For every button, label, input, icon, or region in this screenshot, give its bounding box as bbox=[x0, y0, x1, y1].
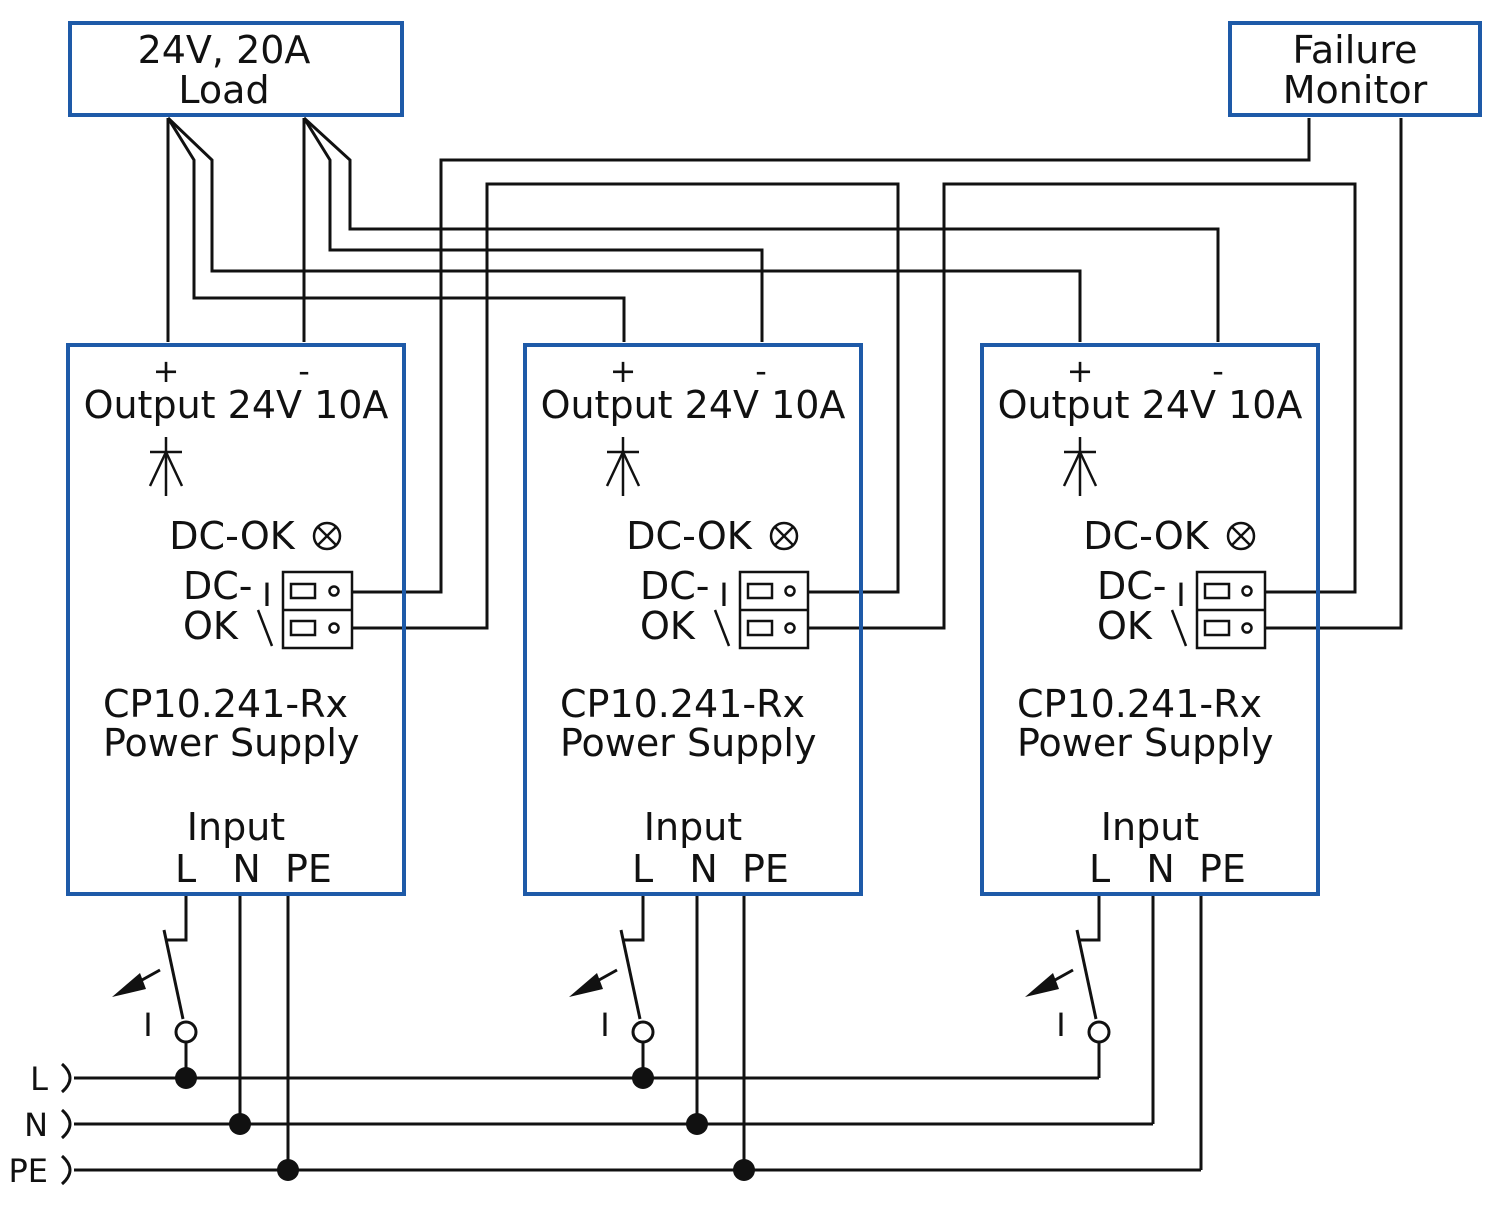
psu-box bbox=[980, 343, 1320, 896]
breaker-terminal-icon bbox=[174, 1020, 198, 1044]
input-terminals-label: L N PE bbox=[175, 847, 332, 891]
dc-ok-led-icon bbox=[1226, 521, 1256, 551]
failure-monitor-box bbox=[1228, 21, 1482, 117]
mains-pe-label: PE bbox=[8, 1152, 48, 1190]
breaker-switch-icon bbox=[162, 929, 185, 1020]
output-plus-label: + bbox=[1067, 352, 1094, 390]
breaker-label: I bbox=[600, 1006, 609, 1044]
monitor-wire-a bbox=[352, 118, 1311, 594]
mains-n-label: N bbox=[24, 1106, 48, 1144]
psu-box bbox=[66, 343, 406, 896]
load-plus-wire-psu2 bbox=[166, 117, 626, 342]
junction-dot bbox=[733, 1159, 755, 1181]
load-rating-label: 24V, 20A bbox=[138, 28, 311, 72]
failure-monitor-line2: Monitor bbox=[1283, 68, 1428, 112]
load-box bbox=[68, 21, 404, 117]
relay-wiring bbox=[352, 118, 1403, 630]
failure-monitor-line1: Failure bbox=[1292, 28, 1417, 72]
model-label: CP10.241-Rx bbox=[1017, 682, 1262, 726]
load-block: 24V, 20A Load bbox=[68, 21, 404, 117]
power-supply-label: Power Supply bbox=[1017, 721, 1273, 765]
load-label: Load bbox=[178, 68, 269, 112]
model-label: CP10.241-Rx bbox=[103, 682, 348, 726]
output-minus-label: - bbox=[1212, 352, 1224, 390]
dc-ok-led-label: DC-OK bbox=[169, 514, 295, 558]
input-label: Input bbox=[644, 805, 742, 849]
breaker-switch-icon bbox=[619, 929, 642, 1020]
psu-box bbox=[523, 343, 863, 896]
breaker-terminal-icon bbox=[631, 1020, 655, 1044]
dc-ok-relay-label-line2: OK bbox=[640, 604, 696, 648]
breaker-terminal-icon bbox=[1087, 1020, 1111, 1044]
breaker-label: I bbox=[1056, 1006, 1065, 1044]
dc-ok-relay-label-line1: DC- bbox=[1097, 564, 1167, 608]
output-wiring bbox=[166, 116, 1220, 342]
power-supply-label: Power Supply bbox=[103, 721, 359, 765]
output-rating-label: Output 24V 10A bbox=[541, 383, 846, 427]
breaker-trip-arrow-icon bbox=[112, 973, 146, 997]
power-supply-2: + - Output 24V 10A DC-OK DC- OK I CP10.2… bbox=[523, 343, 863, 896]
junction-dot bbox=[229, 1113, 251, 1135]
dc-ok-relay-label-line1: DC- bbox=[640, 564, 710, 608]
relay-terminal-icon bbox=[1195, 570, 1267, 650]
input-wiring: I I I bbox=[8, 896, 1203, 1190]
power-supply-1: + - Output 24V 10A DC-OK DC- OK I CP10.2… bbox=[66, 343, 406, 896]
mains-l-label: L bbox=[30, 1060, 48, 1098]
output-plus-label: + bbox=[610, 352, 637, 390]
dc-ok-led-icon bbox=[769, 521, 799, 551]
breaker-wire-top bbox=[1079, 896, 1101, 942]
input-terminals-label: L N PE bbox=[632, 847, 789, 891]
relay-contact-label: I bbox=[262, 576, 271, 614]
breaker-trip-arrow-icon bbox=[569, 973, 603, 997]
load-minus-wire-psu2 bbox=[302, 117, 764, 342]
input-label: Input bbox=[187, 805, 285, 849]
dc-ok-relay-label-line2: OK bbox=[1097, 604, 1153, 648]
relay-contact-label: I bbox=[719, 576, 728, 614]
diode-icon bbox=[1062, 437, 1098, 496]
breaker-switch-icon bbox=[1075, 929, 1098, 1020]
diode-icon bbox=[605, 437, 641, 496]
relay-contact-icon bbox=[713, 609, 731, 647]
breaker-label: I bbox=[143, 1006, 152, 1044]
output-plus-label: + bbox=[153, 352, 180, 390]
junction-dot bbox=[632, 1067, 654, 1089]
failure-monitor-block: Failure Monitor bbox=[1228, 21, 1482, 117]
dc-ok-relay-label-line1: DC- bbox=[183, 564, 253, 608]
n-terminal-icon bbox=[60, 1108, 72, 1140]
input-terminals-label: L N PE bbox=[1089, 847, 1246, 891]
dc-ok-led-label: DC-OK bbox=[1083, 514, 1209, 558]
output-rating-label: Output 24V 10A bbox=[998, 383, 1303, 427]
relay-terminal-icon bbox=[281, 570, 354, 650]
relay-link-1-2 bbox=[352, 182, 900, 630]
output-minus-label: - bbox=[298, 352, 310, 390]
dc-ok-relay-label-line2: OK bbox=[183, 604, 239, 648]
output-rating-label: Output 24V 10A bbox=[84, 383, 389, 427]
junction-dot bbox=[686, 1113, 708, 1135]
relay-contact-icon bbox=[1170, 609, 1188, 647]
breaker-trip-arrow-icon bbox=[1025, 973, 1059, 997]
relay-terminal-icon bbox=[738, 570, 810, 650]
input-label: Input bbox=[1101, 805, 1199, 849]
l-terminal-icon bbox=[60, 1062, 72, 1094]
dc-ok-led-icon bbox=[312, 521, 342, 551]
relay-link-2-3 bbox=[808, 182, 1357, 630]
dc-ok-led-label: DC-OK bbox=[626, 514, 752, 558]
load-plus-wire-psu3 bbox=[166, 116, 1082, 342]
relay-contact-label: I bbox=[1176, 576, 1185, 614]
model-label: CP10.241-Rx bbox=[560, 682, 805, 726]
pe-terminal-icon bbox=[60, 1154, 72, 1186]
junction-dot bbox=[277, 1159, 299, 1181]
junction-dot bbox=[175, 1067, 197, 1089]
power-supply-3: + - Output 24V 10A DC-OK DC- OK I CP10.2… bbox=[980, 343, 1320, 896]
monitor-wire-b bbox=[1265, 118, 1403, 630]
load-minus-wire-psu3 bbox=[302, 116, 1220, 342]
output-minus-label: - bbox=[755, 352, 767, 390]
diode-icon bbox=[148, 437, 184, 496]
relay-contact-icon bbox=[256, 609, 274, 647]
breaker-wire-top bbox=[166, 896, 188, 942]
breaker-wire-top bbox=[623, 896, 645, 942]
power-supply-label: Power Supply bbox=[560, 721, 816, 765]
